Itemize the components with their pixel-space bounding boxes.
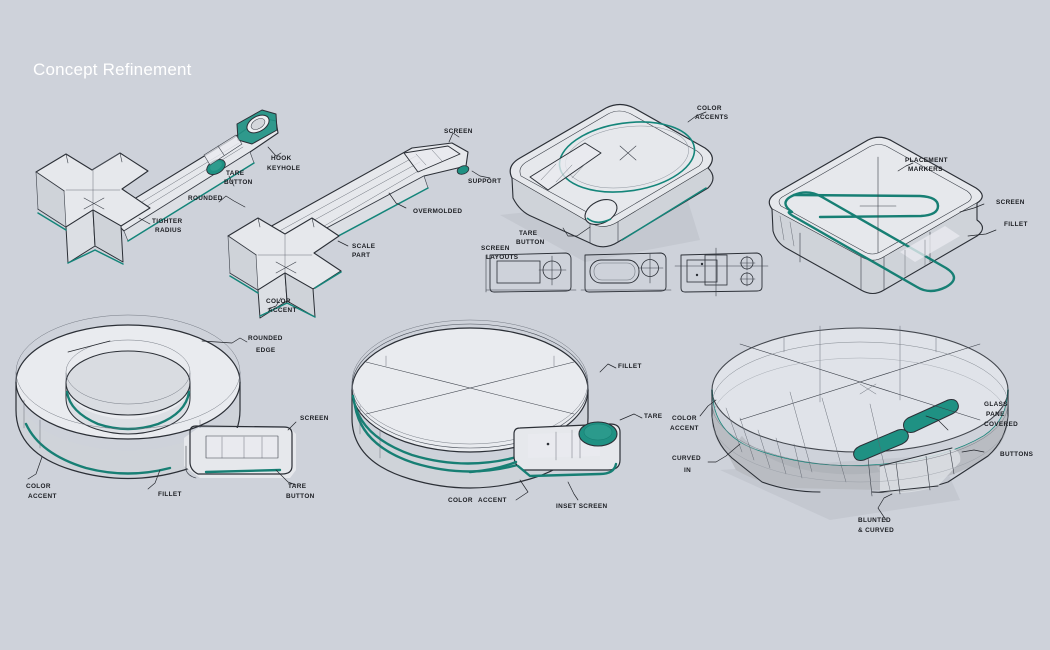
label-keyhole: KEYHOLE bbox=[267, 165, 301, 172]
label-accent-b: ACCENT bbox=[268, 307, 297, 314]
label-part: PART bbox=[352, 252, 370, 259]
label-accent-h: ACCENT bbox=[670, 425, 699, 432]
label-tare-c: TARE bbox=[519, 230, 538, 237]
label-tare-button-f: BUTTON bbox=[286, 493, 315, 500]
label-hook: HOOK bbox=[271, 155, 292, 162]
label-glass-3: COVERED bbox=[984, 421, 1018, 428]
label-rounded-edge-2: EDGE bbox=[256, 347, 276, 354]
label-curved-in-1: CURVED bbox=[672, 455, 701, 462]
label-inset-screen: INSET SCREEN bbox=[556, 503, 607, 510]
sketch-slab-pad: PLACEMENT MARKERS SCREEN FILLET bbox=[768, 136, 1028, 295]
label-screen-f: SCREEN bbox=[300, 415, 329, 422]
label-placement: PLACEMENT bbox=[905, 157, 948, 164]
label-fillet-g: FILLET bbox=[618, 363, 642, 370]
label-screen-b: SCREEN bbox=[444, 128, 473, 135]
label-color-accents: COLOR bbox=[697, 105, 722, 112]
label-scale: SCALE bbox=[352, 243, 376, 250]
label-curved-in-2: IN bbox=[684, 467, 691, 474]
label-tare-a: TARE bbox=[226, 170, 245, 177]
label-accent-g: ACCENT bbox=[478, 497, 507, 504]
label-color-b: COLOR bbox=[266, 298, 291, 305]
screen-layout-thumb-1 bbox=[485, 252, 577, 293]
label-radius: RADIUS bbox=[155, 227, 182, 234]
label-blunted-1: BLUNTED bbox=[858, 517, 891, 524]
label-screen-layouts-2: LAYOUTS bbox=[486, 254, 519, 261]
label-fillet-e: FILLET bbox=[1004, 221, 1028, 228]
label-screen-layouts-1: SCREEN bbox=[481, 245, 510, 252]
label-color-h: COLOR bbox=[672, 415, 697, 422]
sketch-cross-scale-b: ROUNDED SCREEN SUPPORT OVERMOLDED SCALE … bbox=[188, 128, 501, 319]
label-glass-2: PANE bbox=[986, 411, 1005, 418]
label-tighter: TIGHTER bbox=[152, 218, 183, 225]
screen-layout-thumb-3 bbox=[674, 247, 769, 297]
label-glass-1: GLASS bbox=[984, 401, 1008, 408]
sketch-cross-scale-a: HOOK KEYHOLE TARE BUTTON TIGHTER RADIUS bbox=[35, 109, 301, 265]
label-tare-g: TARE bbox=[644, 413, 663, 420]
label-tare-button-a: BUTTON bbox=[224, 179, 253, 186]
sketch-ring-scale: ROUNDED EDGE SCREEN COLOR ACCENT FILLET … bbox=[15, 314, 329, 500]
sketch-square-pad: COLOR ACCENTS TARE BUTTON bbox=[500, 103, 729, 262]
label-blunted-2: & CURVED bbox=[858, 527, 894, 534]
sketch-disc-scale: FILLET TARE COLOR ACCENT INSET SCREEN bbox=[351, 319, 663, 510]
label-buttons: BUTTONS bbox=[1000, 451, 1034, 458]
sketch-glass-disc: COLOR ACCENT CURVED IN GLASS PANE COVERE… bbox=[670, 325, 1034, 534]
label-markers: MARKERS bbox=[908, 166, 943, 173]
page-title: Concept Refinement bbox=[33, 60, 192, 79]
label-color-f: COLOR bbox=[26, 483, 51, 490]
sketch-screen-layouts: SCREEN LAYOUTS bbox=[481, 245, 769, 297]
label-tare-button-c: BUTTON bbox=[516, 239, 545, 246]
label-screen-e: SCREEN bbox=[996, 199, 1025, 206]
label-tare-f: TARE bbox=[288, 483, 307, 490]
label-rounded-edge-1: ROUNDED bbox=[248, 335, 283, 342]
label-rounded: ROUNDED bbox=[188, 195, 223, 202]
label-color-accents2: ACCENTS bbox=[695, 114, 729, 121]
screen-layout-thumb-2 bbox=[580, 252, 672, 293]
label-fillet-f: FILLET bbox=[158, 491, 182, 498]
label-overmolded: OVERMOLDED bbox=[413, 208, 462, 215]
label-accent-f: ACCENT bbox=[28, 493, 57, 500]
label-color-accent-g: COLOR bbox=[448, 497, 473, 504]
label-support: SUPPORT bbox=[468, 178, 501, 185]
